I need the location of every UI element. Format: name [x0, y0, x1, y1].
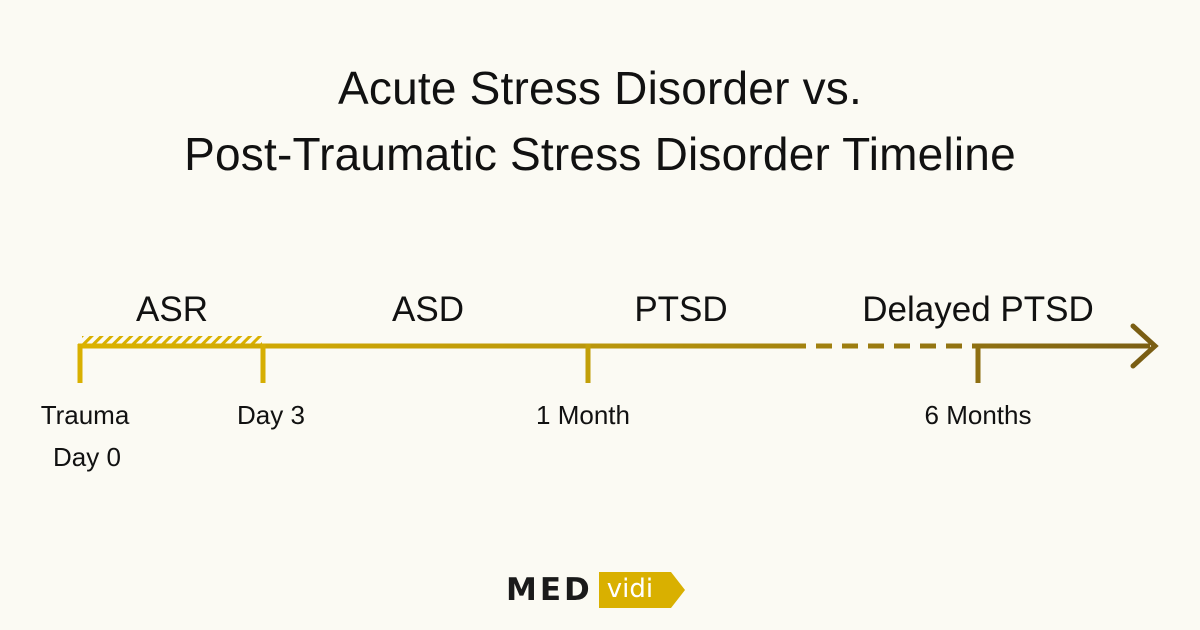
- phase-label-ptsd: PTSD: [634, 290, 727, 329]
- page-title-line-1: Acute Stress Disorder vs.: [338, 62, 862, 114]
- logo-vidi-badge: vidi: [598, 572, 685, 608]
- phase-label-asr: ASR: [136, 290, 208, 329]
- timeline-arrow-icon: [1130, 323, 1159, 369]
- tick-label-trauma: Trauma: [41, 400, 130, 430]
- page-title-line-2: Post-Traumatic Stress Disorder Timeline: [184, 128, 1016, 180]
- phase-label-asd: ASD: [392, 290, 464, 329]
- logo-vidi-text: vidi: [606, 574, 654, 604]
- logo-tag-icon: [598, 572, 685, 608]
- asr-hatch-band: [82, 336, 262, 344]
- tick-label-day3: Day 3: [237, 400, 305, 430]
- tick-label-month1: 1 Month: [536, 400, 630, 430]
- phase-label-delayed-ptsd: Delayed PTSD: [862, 290, 1093, 329]
- medvidi-logo: MED vidi: [506, 571, 685, 609]
- tick-label-day0: Day 0: [53, 442, 121, 472]
- tick-label-months6: 6 Months: [925, 400, 1032, 430]
- logo-med-text: MED: [506, 572, 593, 608]
